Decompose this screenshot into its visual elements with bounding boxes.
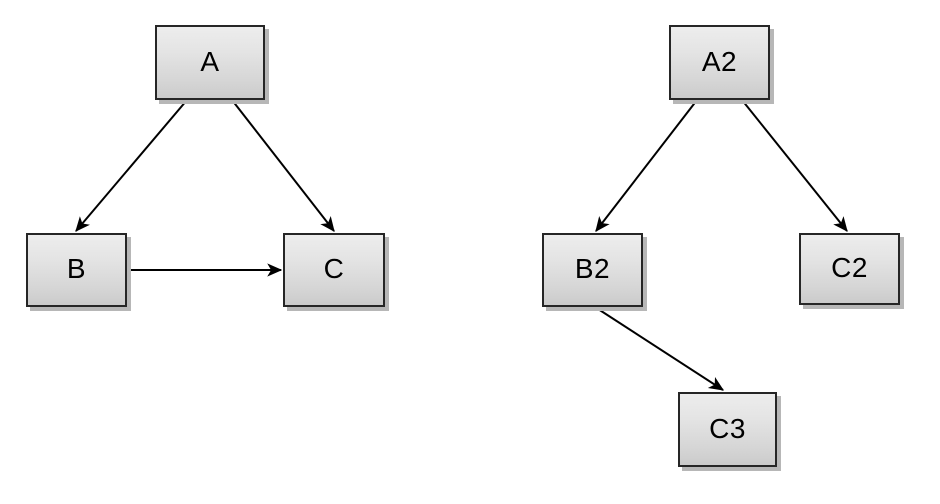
node-c2[interactable]: C2 — [799, 233, 900, 305]
node-b2[interactable]: B2 — [542, 233, 643, 307]
node-a[interactable]: A — [155, 25, 265, 100]
node-label-c2: C2 — [831, 252, 868, 283]
node-b[interactable]: B — [26, 233, 127, 307]
node-a2[interactable]: A2 — [669, 25, 770, 100]
node-label-b: B — [66, 253, 87, 284]
node-c3[interactable]: C3 — [678, 392, 777, 467]
edges-group — [75, 99, 848, 391]
edge-a-to-c — [231, 99, 335, 232]
node-label-a: A — [200, 45, 220, 77]
node-label-c: C — [323, 253, 345, 284]
node-label-c3: C3 — [709, 412, 746, 444]
edge-a2-to-c2 — [741, 99, 848, 232]
node-label-a2: A2 — [701, 45, 738, 77]
edge-a2-to-b2 — [595, 99, 698, 232]
node-c[interactable]: C — [283, 233, 385, 307]
node-label-b2: B2 — [574, 253, 611, 284]
edge-a-to-b — [75, 99, 188, 232]
edge-b2-to-c3 — [594, 306, 725, 391]
